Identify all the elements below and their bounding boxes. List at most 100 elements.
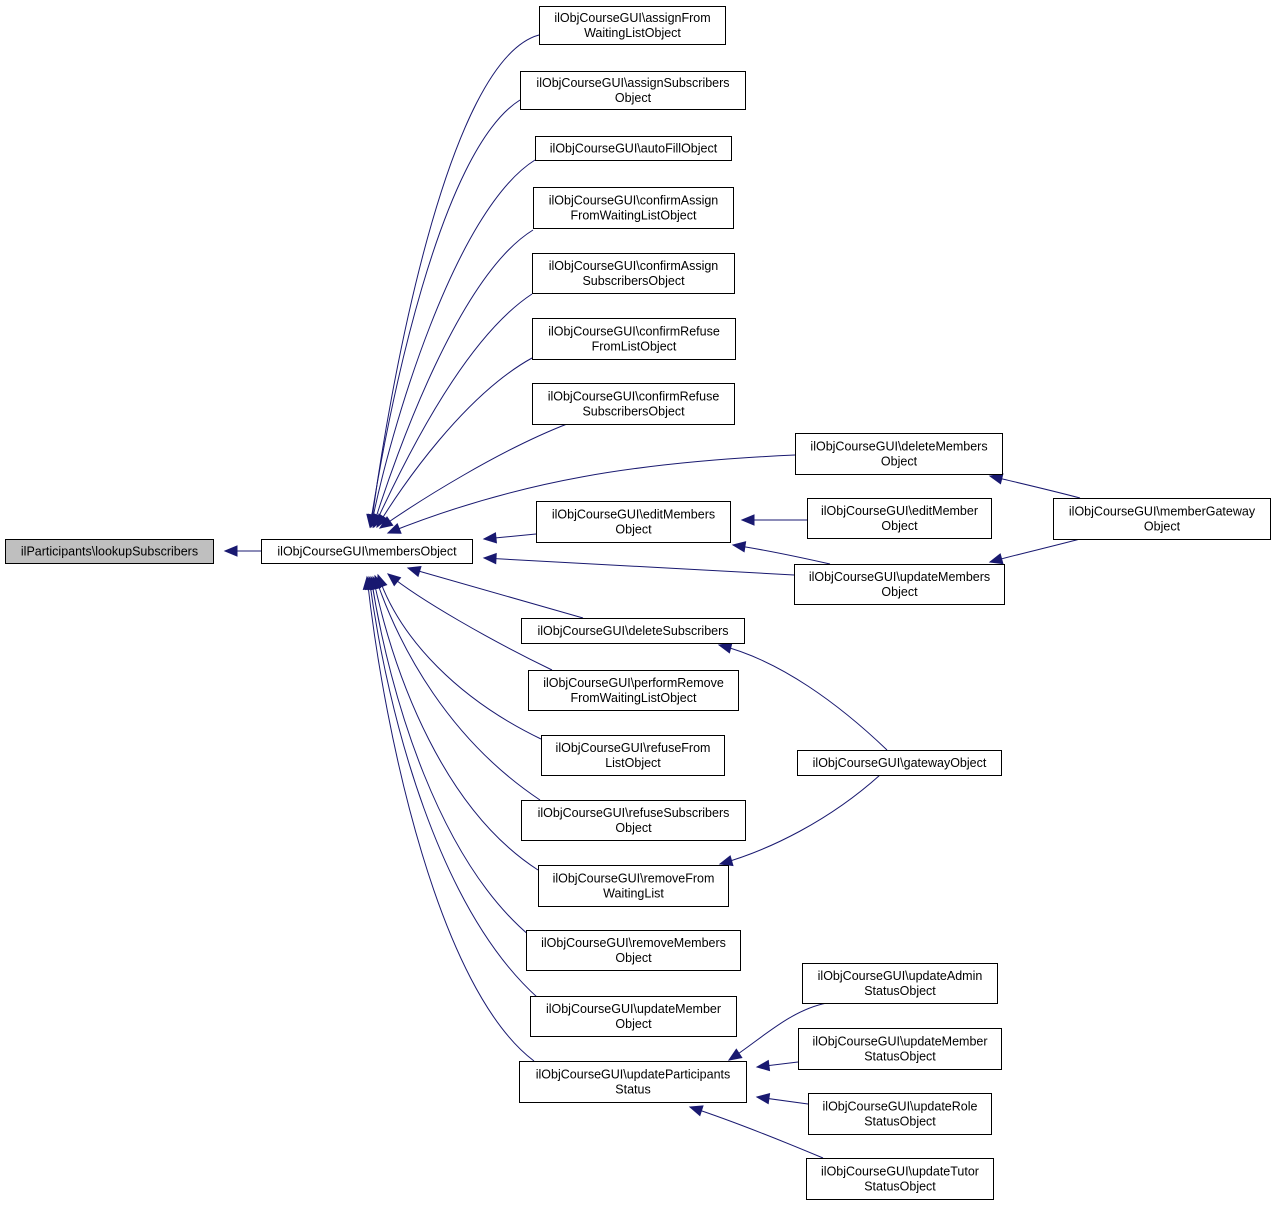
edge-updateTutor-to-updateParticipants-arrowhead xyxy=(688,1105,704,1117)
node-box xyxy=(808,1093,992,1135)
node-gateway[interactable]: ilObjCourseGUI\gatewayObject xyxy=(797,750,1002,776)
node-box xyxy=(530,996,737,1037)
node-label-line: ilParticipants\lookupSubscribers xyxy=(21,545,198,559)
edge-deleteSubs-to-members xyxy=(407,567,584,619)
node-confirmRefuseList[interactable]: ilObjCourseGUI\confirmRefuseFromListObje… xyxy=(532,318,736,360)
edge-gateway-to-deleteSubs xyxy=(718,644,888,751)
node-label-line: Object xyxy=(1144,520,1181,534)
node-label-line: Object xyxy=(615,1017,652,1031)
node-box xyxy=(798,1028,1002,1070)
node-deleteSubs[interactable]: ilObjCourseGUI\deleteSubscribers xyxy=(521,618,745,644)
node-box xyxy=(806,1158,994,1200)
node-autoFill[interactable]: ilObjCourseGUI\autoFillObject xyxy=(535,136,732,161)
node-label-line: ListObject xyxy=(605,756,661,770)
edge-removeMembers-to-members xyxy=(370,576,531,937)
node-label-line: ilObjCourseGUI\removeFrom xyxy=(553,872,715,886)
node-box xyxy=(532,253,735,294)
node-label-line: ilObjCourseGUI\membersObject xyxy=(277,545,457,559)
edge-updateAdmin-to-updateParticipants-arrowhead xyxy=(727,1048,743,1061)
edge-members-to-lookup-arrowhead xyxy=(223,545,238,557)
node-box xyxy=(521,618,745,644)
node-label-line: StatusObject xyxy=(864,1050,936,1064)
edge-refuseFromList-to-members xyxy=(377,574,542,740)
node-confirmAssignSubs[interactable]: ilObjCourseGUI\confirmAssignSubscribersO… xyxy=(532,253,735,294)
edge-gateway-to-deleteSubs-arrowhead xyxy=(717,642,733,654)
node-label-line: WaitingListObject xyxy=(584,26,681,40)
edge-performRemove-to-members-arrowhead xyxy=(386,573,402,587)
node-label-line: Object xyxy=(615,523,652,537)
node-box xyxy=(538,865,729,907)
node-box xyxy=(520,71,746,110)
node-label-line: StatusObject xyxy=(864,984,936,998)
node-label-line: ilObjCourseGUI\updateTutor xyxy=(821,1165,979,1179)
node-label-line: StatusObject xyxy=(864,1180,936,1194)
edge-updateTutor-to-updateParticipants xyxy=(689,1106,824,1159)
node-box xyxy=(795,433,1003,475)
edge-deleteSubs-to-members-arrowhead xyxy=(406,566,422,578)
node-confirmRefuseSubs[interactable]: ilObjCourseGUI\confirmRefuseSubscribersO… xyxy=(532,383,735,425)
node-label-line: ilObjCourseGUI\confirmRefuse xyxy=(548,390,720,404)
node-label-line: ilObjCourseGUI\autoFillObject xyxy=(550,142,718,156)
node-assignFromWL[interactable]: ilObjCourseGUI\assignFromWaitingListObje… xyxy=(539,6,726,45)
node-box xyxy=(802,963,998,1004)
node-label-line: WaitingList xyxy=(603,887,664,901)
node-box xyxy=(5,539,214,564)
node-label-line: ilObjCourseGUI\updateMembers xyxy=(809,570,990,584)
node-box xyxy=(807,498,992,539)
node-confirmAssignWL[interactable]: ilObjCourseGUI\confirmAssignFromWaitingL… xyxy=(533,187,734,229)
node-label-line: Object xyxy=(615,821,652,835)
edge-autoFill-to-members xyxy=(370,159,536,528)
node-label-line: ilObjCourseGUI\updateParticipants xyxy=(536,1068,731,1082)
edge-editMembers-to-members-arrowhead xyxy=(482,532,497,544)
node-box xyxy=(526,930,741,971)
edge-performRemove-to-members xyxy=(387,573,553,671)
edge-deleteMembers-to-members xyxy=(387,454,796,534)
edge-updateRole-to-updateParticipants-arrowhead xyxy=(755,1093,771,1105)
node-label-line: ilObjCourseGUI\refuseSubscribers xyxy=(538,806,730,820)
node-label-line: ilObjCourseGUI\updateMember xyxy=(812,1035,987,1049)
node-label-line: ilObjCourseGUI\refuseFrom xyxy=(556,741,711,755)
node-performRemove[interactable]: ilObjCourseGUI\performRemoveFromWaitingL… xyxy=(528,670,739,711)
node-label-line: FromWaitingListObject xyxy=(571,209,697,223)
node-label-line: ilObjCourseGUI\assignFrom xyxy=(554,11,710,25)
node-label-line: ilObjCourseGUI\confirmAssign xyxy=(549,259,719,273)
node-label-line: ilObjCourseGUI\removeMembers xyxy=(541,936,726,950)
node-label-line: ilObjCourseGUI\updateAdmin xyxy=(818,969,983,983)
node-box xyxy=(1053,498,1271,540)
edge-updateMembers-to-members-arrowhead xyxy=(482,552,497,565)
node-label-line: SubscribersObject xyxy=(582,274,685,288)
node-box xyxy=(541,735,725,776)
edge-editMember-to-editMembers-arrowhead xyxy=(740,514,755,526)
edge-updateParticipants-to-members xyxy=(366,576,535,1062)
node-members[interactable]: ilObjCourseGUI\membersObject xyxy=(261,539,473,564)
node-label-line: ilObjCourseGUI\confirmRefuse xyxy=(548,325,720,339)
edge-confirmRefuseList-to-members xyxy=(376,357,533,528)
edge-updateMembers-to-members xyxy=(483,557,795,576)
node-label-line: ilObjCourseGUI\deleteMembers xyxy=(810,440,987,454)
node-lookup[interactable]: ilParticipants\lookupSubscribers xyxy=(5,539,214,564)
node-box xyxy=(794,564,1005,605)
node-label-line: ilObjCourseGUI\gatewayObject xyxy=(813,756,987,770)
node-label-line: Object xyxy=(615,91,652,105)
edge-assignSubs-to-members xyxy=(369,99,521,528)
edge-refuseSubs-to-members xyxy=(374,575,541,801)
nodes-layer: ilParticipants\lookupSubscribers ilObjCou… xyxy=(5,6,1271,1200)
node-label-line: SubscribersObject xyxy=(582,405,685,419)
node-label-line: ilObjCourseGUI\assignSubscribers xyxy=(536,76,729,90)
